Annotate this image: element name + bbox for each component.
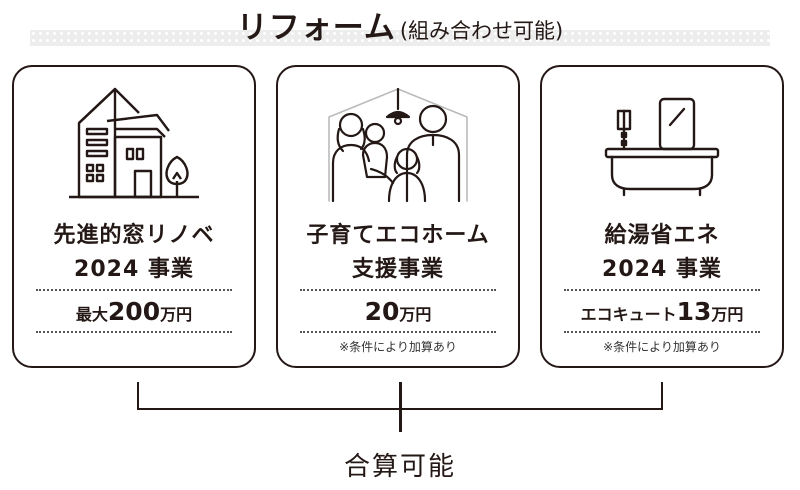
card-title-line1: 給湯省エネ — [604, 223, 720, 248]
card-title: 先進的窓リノベ 2024 事業 — [14, 219, 254, 287]
card-water-heater: 給湯省エネ 2024 事業 エコキュート13万円 ※条件により加算あり — [540, 65, 784, 368]
card-title-line2: 支援事業 — [351, 257, 444, 282]
dotted-divider — [300, 289, 496, 291]
amount-number: 200 — [107, 297, 161, 326]
card-window-renovation: 先進的窓リノベ 2024 事業 最大200万円 — [12, 65, 256, 368]
amount-prefix: エコキュート — [580, 305, 677, 324]
title-subtitle: (組み合わせ可能) — [399, 19, 564, 43]
amount-unit: 万円 — [160, 305, 193, 324]
combine-label: 合算可能 — [343, 452, 456, 482]
amount-prefix: 最大 — [75, 305, 108, 324]
card-title-line2: 2024 事業 — [602, 257, 722, 282]
card-title-line1: 子育てエコホーム — [306, 223, 490, 248]
card-title: 給湯省エネ 2024 事業 — [542, 219, 782, 287]
amount-unit: 万円 — [399, 305, 432, 324]
page-title: リフォーム(組み合わせ可能) — [0, 2, 800, 47]
condition-note: ※条件により加算あり — [339, 340, 457, 354]
family-icon — [278, 85, 518, 225]
amount-number: 20 — [364, 297, 400, 326]
title-band — [30, 30, 770, 46]
card-title-line2: 2024 事業 — [74, 257, 194, 282]
amount-number: 13 — [676, 297, 712, 326]
dotted-divider — [36, 289, 232, 291]
card-child-eco-home: 子育てエコホーム 支援事業 20万円 ※条件により加算あり — [276, 65, 520, 368]
dotted-divider — [564, 289, 760, 291]
dotted-divider — [564, 331, 760, 333]
title-main: リフォーム — [236, 10, 396, 46]
dotted-divider — [300, 331, 496, 333]
card-title: 子育てエコホーム 支援事業 — [278, 219, 518, 287]
bathtub-icon — [542, 85, 782, 225]
card-title-line1: 先進的窓リノベ — [53, 223, 215, 248]
amount-unit: 万円 — [711, 305, 744, 324]
subsidy-amount: 最大200万円 — [14, 296, 254, 331]
combine-bracket-stem — [399, 382, 402, 432]
subsidy-amount: 20万円 — [278, 296, 518, 331]
dotted-divider — [36, 331, 232, 333]
condition-note: ※条件により加算あり — [603, 340, 721, 354]
subsidy-amount: エコキュート13万円 — [542, 296, 782, 331]
house-icon — [14, 85, 254, 225]
